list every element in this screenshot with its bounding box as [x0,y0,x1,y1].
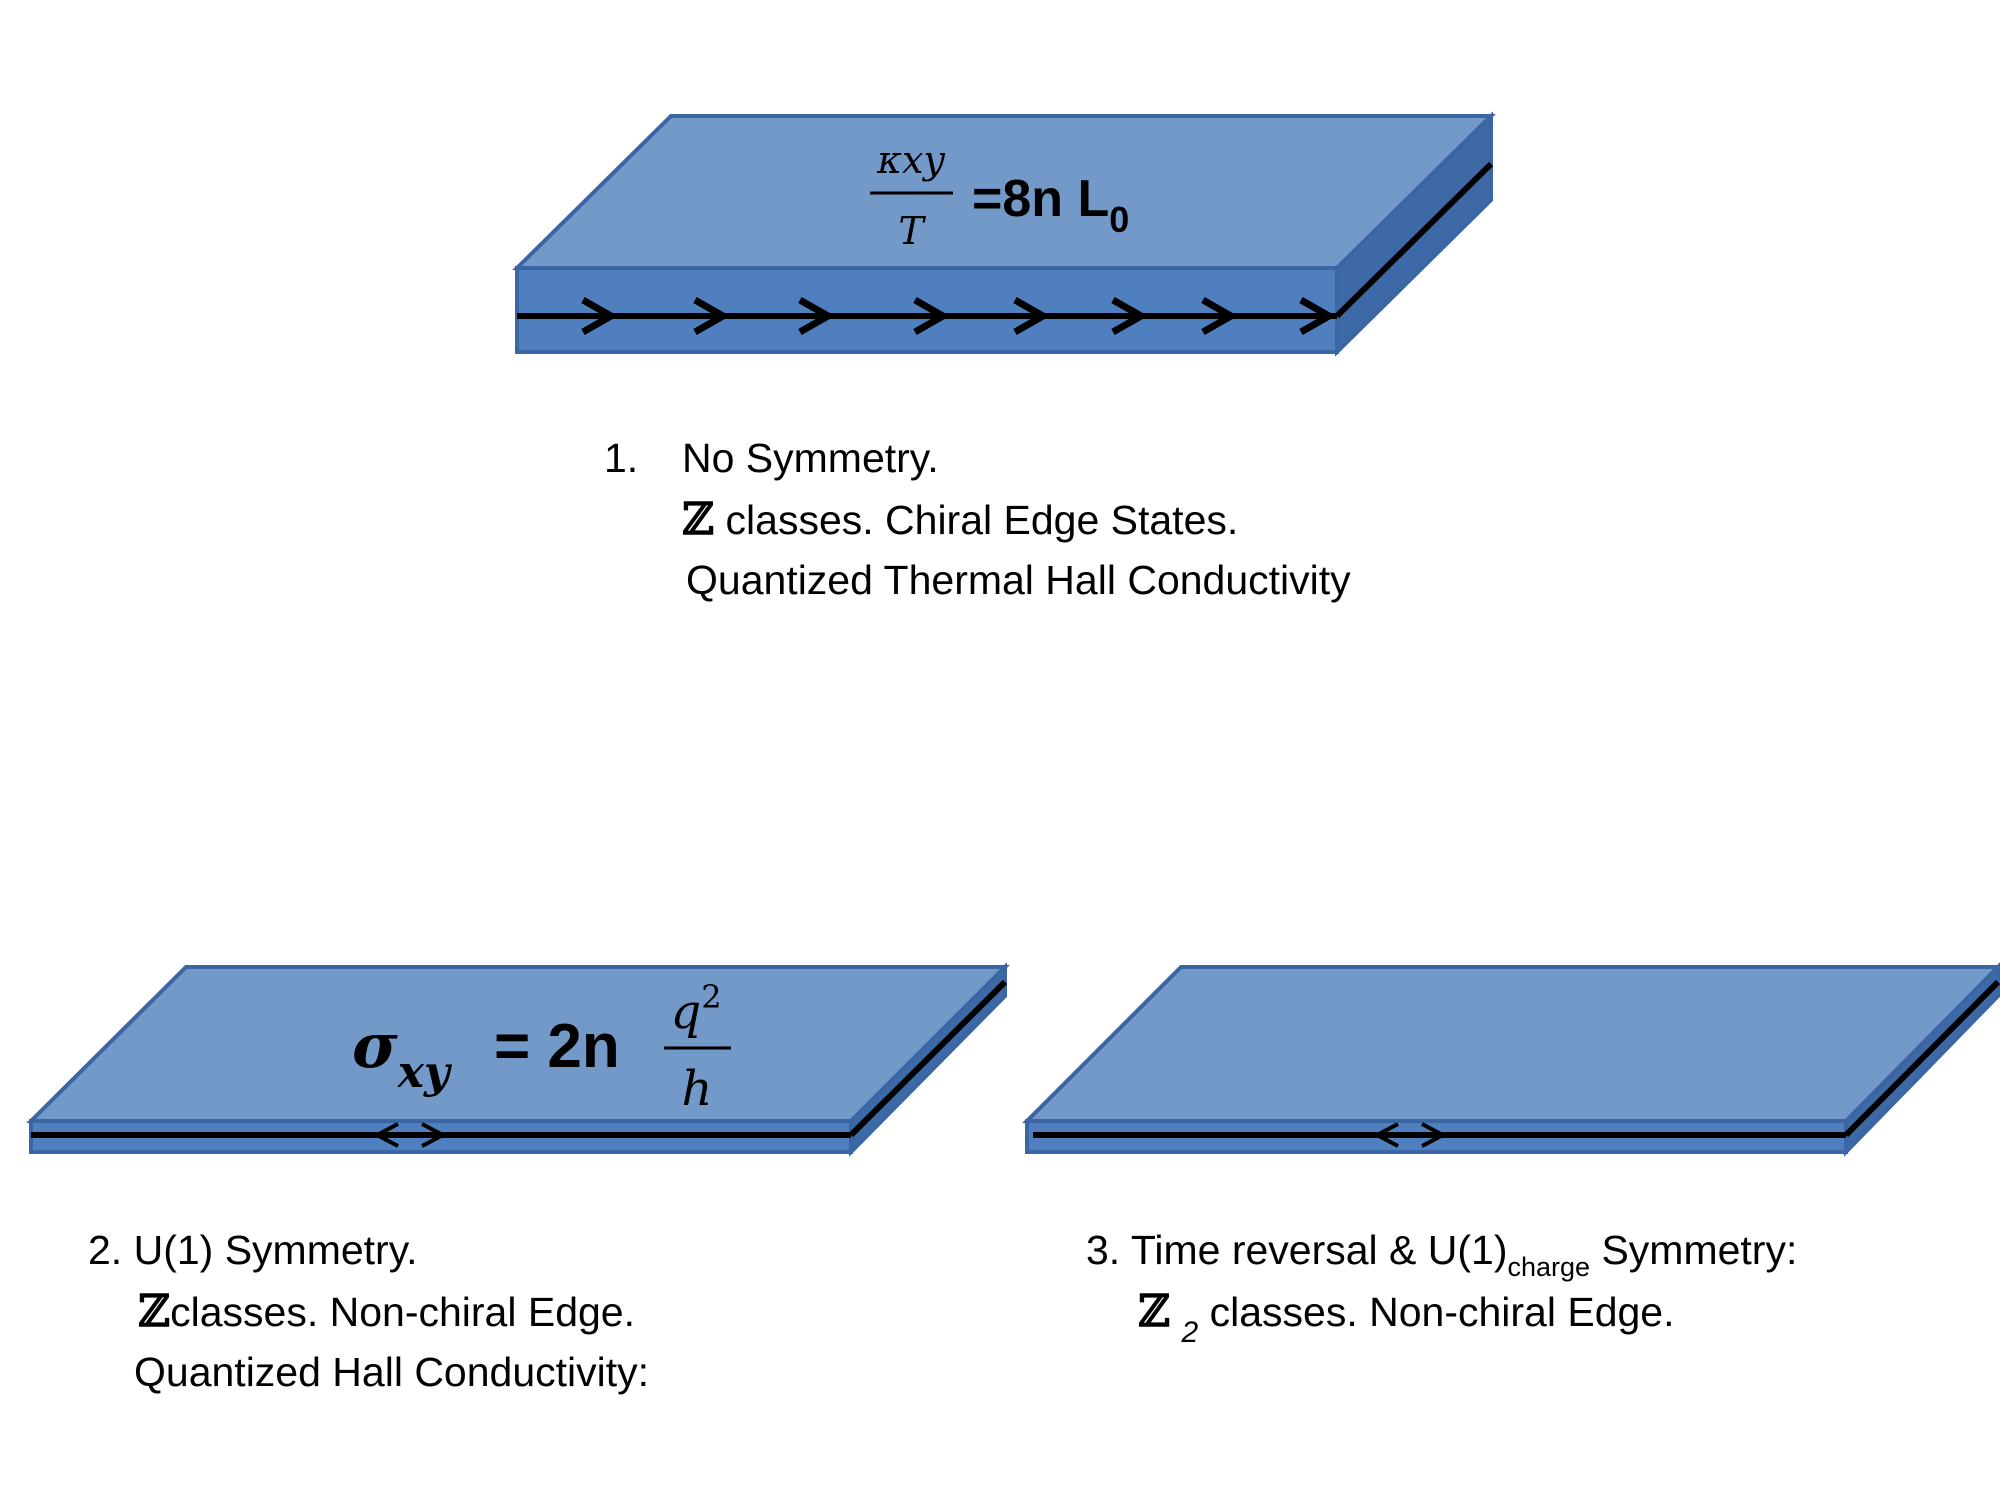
arrow-head-5 [1013,296,1051,336]
chiral-arrows [581,296,1337,336]
formula-1-numerator: κxy [876,138,945,182]
formula-2-numerator: q2 [670,978,721,1040]
caption-2-line-1: 2. U(1) Symmetry. [88,1227,418,1273]
caption-2: 2. U(1) Symmetry. ℤclasses. Non-chiral E… [88,1220,649,1403]
integers-symbol-icon: ℤ [138,1286,171,1337]
edge-state-side-1 [1334,161,1494,319]
edge-state-side-3 [1843,979,2000,1138]
arrow-head-7 [1201,296,1239,336]
caption-1-title: No Symmetry. [682,435,939,481]
caption-3-line-1: 3. Time reversal & U(1)charge Symmetry: [1086,1220,1798,1282]
caption-3: 3. Time reversal & U(1)charge Symmetry: … [1086,1220,1798,1349]
formula-1-denominator: T [898,209,926,253]
caption-3-subscript: charge [1507,1252,1591,1282]
caption-1: 1. No Symmetry. ℤ classes. Chiral Edge St… [604,428,1351,611]
caption-3-symmetry: Symmetry: [1590,1227,1798,1273]
slab-1-side [1335,111,1493,357]
slab-2 [26,962,1010,1157]
caption-3-title: 3. Time reversal & U(1) [1086,1227,1508,1273]
slab-1 [512,111,1496,357]
caption-1-line-3: Quantized Thermal Hall Conductivity [686,557,1351,603]
slab-3-top [1022,965,2000,1123]
formula-hall-conductivity: σxy = 2n q2 h [352,978,731,1117]
caption-3-classes: classes. Non-chiral Edge. [1209,1289,1675,1335]
arrow-head-2 [693,296,731,336]
formula-2-denominator: h [682,1061,713,1117]
arrow-head-6 [1111,296,1149,336]
caption-1-line-1: 1. No Symmetry. [604,428,1351,489]
z2-subscript: 2 [1181,1316,1199,1349]
formula-thermal-hall: κxy T =8n L0 [870,138,1129,253]
arrow-left-2 [372,1122,399,1148]
arrow-head-1 [581,296,619,336]
caption-1-number: 1. [604,435,639,481]
integers-symbol-icon: ℤ [682,494,715,545]
formula-2-equals: = 2n [494,1012,620,1081]
arrow-right-2 [421,1122,448,1148]
caption-1-classes: classes. Chiral Edge States. [725,497,1239,543]
caption-2-line-2: ℤclasses. Non-chiral Edge. [88,1281,649,1342]
caption-3-line-2: ℤ 2 classes. Non-chiral Edge. [1086,1281,1797,1349]
arrow-right-3 [1421,1122,1448,1148]
bidirectional-arrow-3 [1372,1122,1448,1148]
caption-1-line-2: ℤ classes. Chiral Edge States. [604,489,1351,550]
arrow-left-3 [1372,1122,1399,1148]
arrow-head-8 [1299,296,1337,336]
slab-3 [1022,962,2000,1157]
integers-symbol-icon: ℤ [1138,1286,1171,1337]
arrow-head-4 [913,296,951,336]
formula-1-rhs: =8n L0 [972,170,1129,240]
formula-2-lhs: σxy [352,1009,453,1098]
arrow-head-3 [798,296,836,336]
bidirectional-arrow-2 [372,1122,448,1148]
edge-state-side-2 [848,979,1008,1138]
caption-2-line-3: Quantized Hall Conductivity: [134,1349,650,1395]
caption-2-classes: classes. Non-chiral Edge. [170,1289,635,1335]
